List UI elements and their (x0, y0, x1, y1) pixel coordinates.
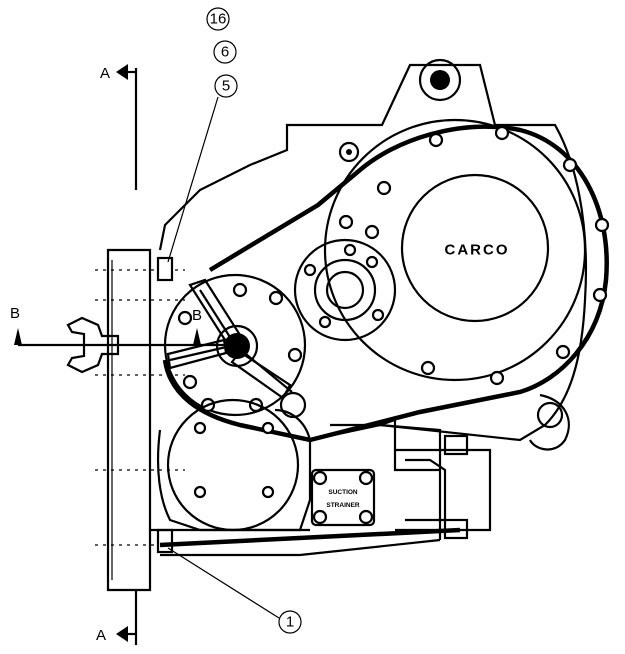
section-a-top-arrow (116, 64, 128, 80)
input-yoke: B B (10, 305, 230, 374)
section-b-inner-label: B (192, 307, 202, 324)
section-a-bottom-label: A (96, 627, 106, 644)
section-line-a: A A (96, 64, 138, 645)
gear-housing: CARCO (158, 58, 588, 442)
lower-frame (159, 393, 570, 557)
plate-line-1: SUCTION (328, 489, 358, 496)
lower-boss (536, 401, 564, 429)
brand-disc (400, 173, 550, 323)
callout-16: 16 (206, 7, 230, 31)
leader-line-1 (167, 547, 280, 619)
section-b-left-label: B (10, 305, 20, 322)
brand-label: CARCO (445, 242, 510, 259)
mounting-flange (95, 248, 185, 592)
callout-5: 5 (214, 74, 238, 98)
pump-housing (150, 398, 312, 532)
vent-plug (338, 141, 360, 163)
section-b-inner-arrow (193, 328, 201, 345)
svg-text:6: 6 (221, 44, 229, 61)
callouts: 16 6 5 1 (167, 7, 302, 634)
callout-6: 6 (213, 40, 237, 64)
drive-chain-path (162, 124, 609, 443)
flange-bolt-top (156, 256, 174, 282)
leader-line-5 (167, 96, 219, 263)
intermediate-gear (293, 238, 397, 342)
cover-bolts (338, 125, 610, 386)
section-a-bottom-arrow (116, 626, 128, 642)
bull-gear-cover (323, 118, 587, 382)
suction-strainer-plate: SUCTION STRAINER (310, 468, 376, 527)
plate-line-2: STRAINER (326, 502, 360, 509)
top-boss (418, 58, 462, 102)
svg-text:16: 16 (210, 11, 227, 28)
svg-text:5: 5 (222, 78, 230, 95)
section-b-left-arrow (14, 328, 22, 345)
section-a-top-label: A (100, 65, 110, 82)
callout-1: 1 (278, 610, 302, 634)
svg-text:1: 1 (286, 614, 294, 631)
